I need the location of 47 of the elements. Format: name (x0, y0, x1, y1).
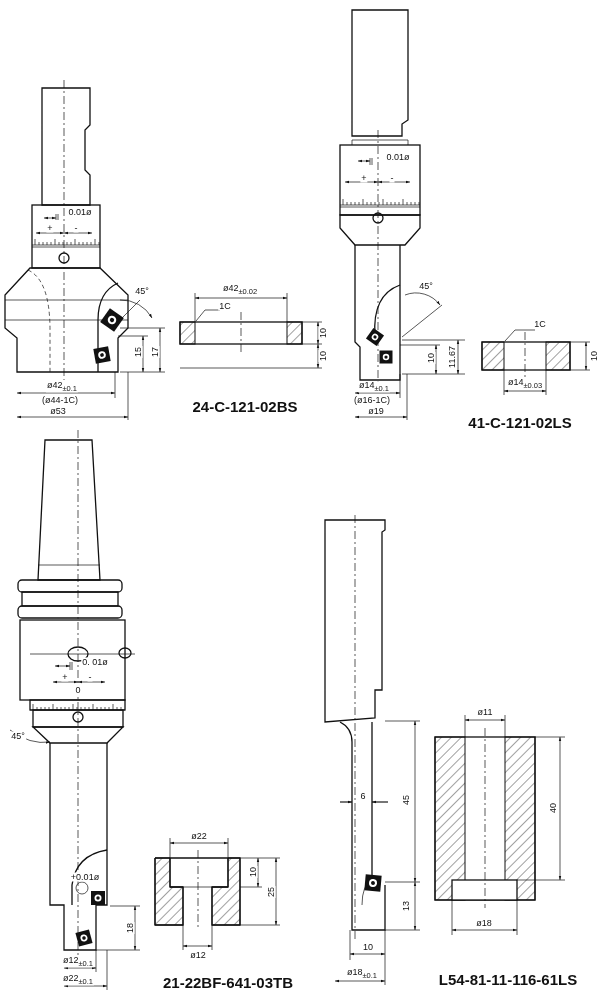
dimension-label: ø22$_{±0.1}$ (61, 974, 95, 986)
dimension-label: 10 (426, 352, 436, 364)
dimension-label: 45 (401, 794, 411, 806)
scale-marking: 0 (74, 685, 82, 695)
dimension-label: 10 (318, 327, 328, 339)
dimension-label: 10 (589, 350, 599, 362)
dimension-label: ø14$_{±0.1}$ (357, 381, 391, 393)
dimension-label: ø53 (49, 406, 67, 416)
dimension-label: 10 (318, 350, 328, 362)
chamfer-note: 1C (533, 319, 547, 329)
dimension-label: 6 (359, 791, 367, 801)
dimension-label: ø12 (189, 950, 207, 960)
dimension-label: 15 (133, 346, 143, 358)
dimension-label: ø12$_{±0.1}$ (61, 956, 95, 968)
dimension-label: ø42$_{±0.1}$ (45, 381, 79, 393)
scale-marking: + (360, 173, 368, 183)
scale-marking: + (61, 672, 69, 682)
dimension-label: ø19 (367, 406, 385, 416)
dimension-label: ø11 (476, 707, 494, 717)
angle-label: 45° (418, 281, 434, 291)
dimension-label: 10 (248, 866, 258, 878)
scale-marking: 0.01ø (67, 207, 93, 217)
part-number: 41-C-121-02LS (467, 414, 573, 430)
dimension-label: 10 (362, 942, 374, 952)
dimension-label: ø18$_{±0.1}$ (345, 968, 379, 980)
dimension-label: ø42$_{±0.02}$ (221, 284, 259, 296)
scale-marking: + (46, 223, 54, 233)
dimension-label: (ø16-1C) (353, 395, 391, 405)
part-number: 21-22BF-641-03TB (161, 974, 295, 990)
part-number: 24-C-121-02BS (191, 398, 299, 414)
dimension-label: 11.67 (447, 345, 457, 369)
scale-marking: +0.01ø (69, 872, 101, 882)
dimension-label: ø22 (190, 831, 208, 841)
scale-marking: 0.01ø (385, 152, 411, 162)
dimension-label: ø14$_{±0.03}$ (506, 378, 544, 390)
dimension-label: 25 (266, 886, 276, 898)
dimension-label: (ø44-1C) (41, 395, 79, 405)
dimension-label: ø18 (475, 918, 493, 928)
dimension-label: 13 (401, 900, 411, 912)
angle-label: 45° (134, 286, 150, 296)
dimension-label: 17 (150, 346, 160, 358)
scale-marking: 0. 01ø (81, 657, 109, 667)
part-number: L54-81-11-116-61LS (437, 971, 579, 987)
dimension-label: 18 (125, 922, 135, 934)
chamfer-note: 1C (218, 301, 232, 311)
dimension-label: 40 (548, 802, 558, 814)
angle-label: 45° (10, 731, 26, 741)
